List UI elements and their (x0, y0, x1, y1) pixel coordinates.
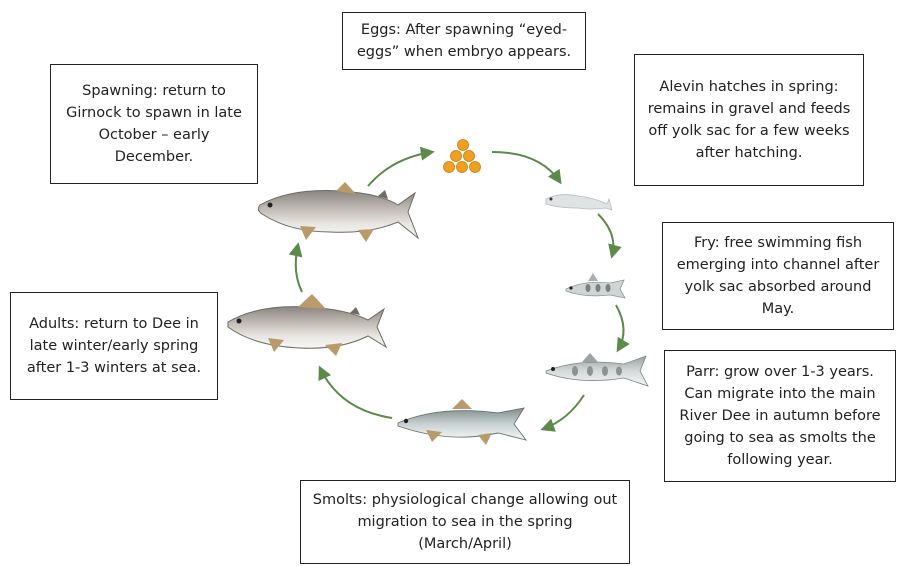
eggs-illustration (443, 139, 481, 173)
spawning-salmon-illustration (257, 182, 420, 242)
alevin-text: Alevin hatches in spring: remains in gra… (647, 79, 851, 161)
adults-text: Adults: return to Dee in late winter/ear… (26, 316, 202, 376)
arrow-spawning-to-eggs (367, 146, 435, 187)
eggs-box: Eggs: After spawning “eyed-eggs” when em… (342, 12, 586, 70)
arrow-fry-to-parr (615, 304, 630, 353)
alevin-box: Alevin hatches in spring: remains in gra… (634, 54, 864, 186)
alevin-illustration (545, 194, 613, 211)
smolt-illustration (397, 399, 528, 445)
arrow-alevin-to-fry (597, 213, 622, 259)
parr-text: Parr: grow over 1-3 years. Can migrate i… (679, 364, 881, 468)
arrow-smolts-to-adults (318, 365, 393, 419)
smolts-text: Smolts: physiological change allowing ou… (312, 492, 618, 552)
fry-illustration (565, 273, 626, 299)
arrow-parr-to-smolts (540, 394, 585, 432)
arrow-eggs-to-alevin (491, 151, 562, 185)
eggs-text: Eggs: After spawning “eyed-eggs” when em… (356, 22, 572, 60)
fry-text: Fry: free swimming fish emerging into ch… (676, 235, 880, 317)
spawning-box: Spawning: return to Girnock to spawn in … (50, 64, 258, 184)
adults-box: Adults: return to Dee in late winter/ear… (10, 292, 218, 400)
smolts-box: Smolts: physiological change allowing ou… (300, 480, 630, 564)
parr-box: Parr: grow over 1-3 years. Can migrate i… (664, 350, 896, 482)
arrow-adults-to-spawning (288, 242, 303, 293)
parr-illustration (545, 353, 649, 387)
fry-box: Fry: free swimming fish emerging into ch… (662, 222, 894, 330)
adult-salmon-illustration (227, 294, 388, 356)
spawning-text: Spawning: return to Girnock to spawn in … (66, 83, 242, 165)
